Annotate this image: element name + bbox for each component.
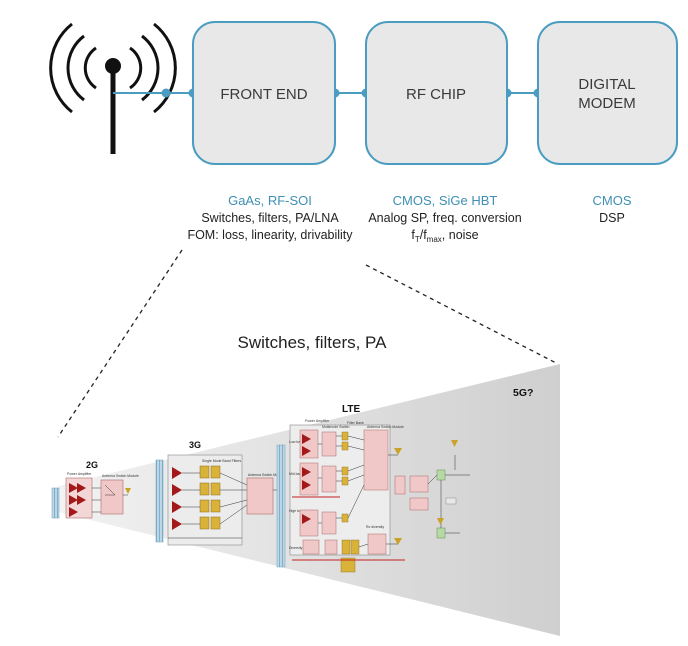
g2-asm-label: Antenna Switch Module	[102, 474, 139, 478]
lte-pa-label: Power Amplifier	[305, 419, 330, 423]
antenna-icon	[49, 22, 177, 154]
gen-label-2g: 2G	[86, 460, 98, 470]
module-lte: Power Amplifier Multimode Switch Filter …	[276, 419, 470, 573]
rf-chip-label: RF CHIP	[406, 86, 466, 103]
front-end-label: FRONT END	[220, 86, 307, 103]
lte-high-band: High band	[289, 509, 305, 513]
front-end-desc-2: FOM: loss, linearity, drivability	[187, 228, 353, 242]
zoom-projection-lines	[57, 249, 559, 438]
g3-asm-label: Antenna Switch Module	[248, 473, 285, 477]
lte-rx-diversity: Rx diversity	[366, 525, 384, 529]
rf-chip-tech: CMOS, SiGe HBT	[393, 193, 498, 208]
rf-chip-desc-1: Analog SP, freq. conversion	[368, 211, 521, 225]
digital-modem-desc: DSP	[599, 211, 625, 225]
rf-chip-caption: CMOS, SiGe HBT Analog SP, freq. conversi…	[368, 193, 521, 244]
lte-asm-label: Antenna Switch Module	[367, 425, 404, 429]
lte-low-band: Low band	[289, 440, 304, 444]
lte-diversity: Diversity	[289, 546, 303, 550]
rf-chip-block: RF CHIP	[365, 21, 508, 165]
front-end-tech: GaAs, RF-SOI	[228, 193, 312, 208]
digital-modem-caption: CMOS DSP	[593, 193, 632, 225]
digital-modem-tech: CMOS	[593, 193, 632, 208]
lte-mid-band: Mid band	[289, 472, 303, 476]
module-3g: Single Mode Band Filters	[155, 454, 285, 546]
digital-modem-block: DIGITAL MODEM	[537, 21, 678, 165]
lte-filter-label: Filter Bank	[347, 421, 364, 425]
gen-label-lte: LTE	[342, 404, 360, 415]
digital-modem-label-line1: DIGITAL	[578, 76, 635, 93]
lte-mms-label: Multimode Switch	[322, 425, 349, 429]
front-end-caption: GaAs, RF-SOI Switches, filters, PA/LNA F…	[187, 193, 353, 242]
gen-label-3g: 3G	[189, 440, 201, 450]
zoom-title: Switches, filters, PA	[238, 333, 388, 352]
front-end-desc-1: Switches, filters, PA/LNA	[201, 211, 339, 225]
module-2g: Power Amplifier Antenna Switch Module	[51, 472, 139, 519]
g3-filter-label: Single Mode Band Filters	[202, 459, 241, 463]
g2-pa-label: Power Amplifier	[67, 472, 92, 476]
digital-modem-label-line2: MODEM	[578, 95, 636, 112]
rf-chip-noise: fT/fmax, noise	[411, 228, 478, 244]
front-end-block: FRONT END	[192, 21, 336, 165]
gen-label-5g: 5G?	[513, 387, 533, 399]
